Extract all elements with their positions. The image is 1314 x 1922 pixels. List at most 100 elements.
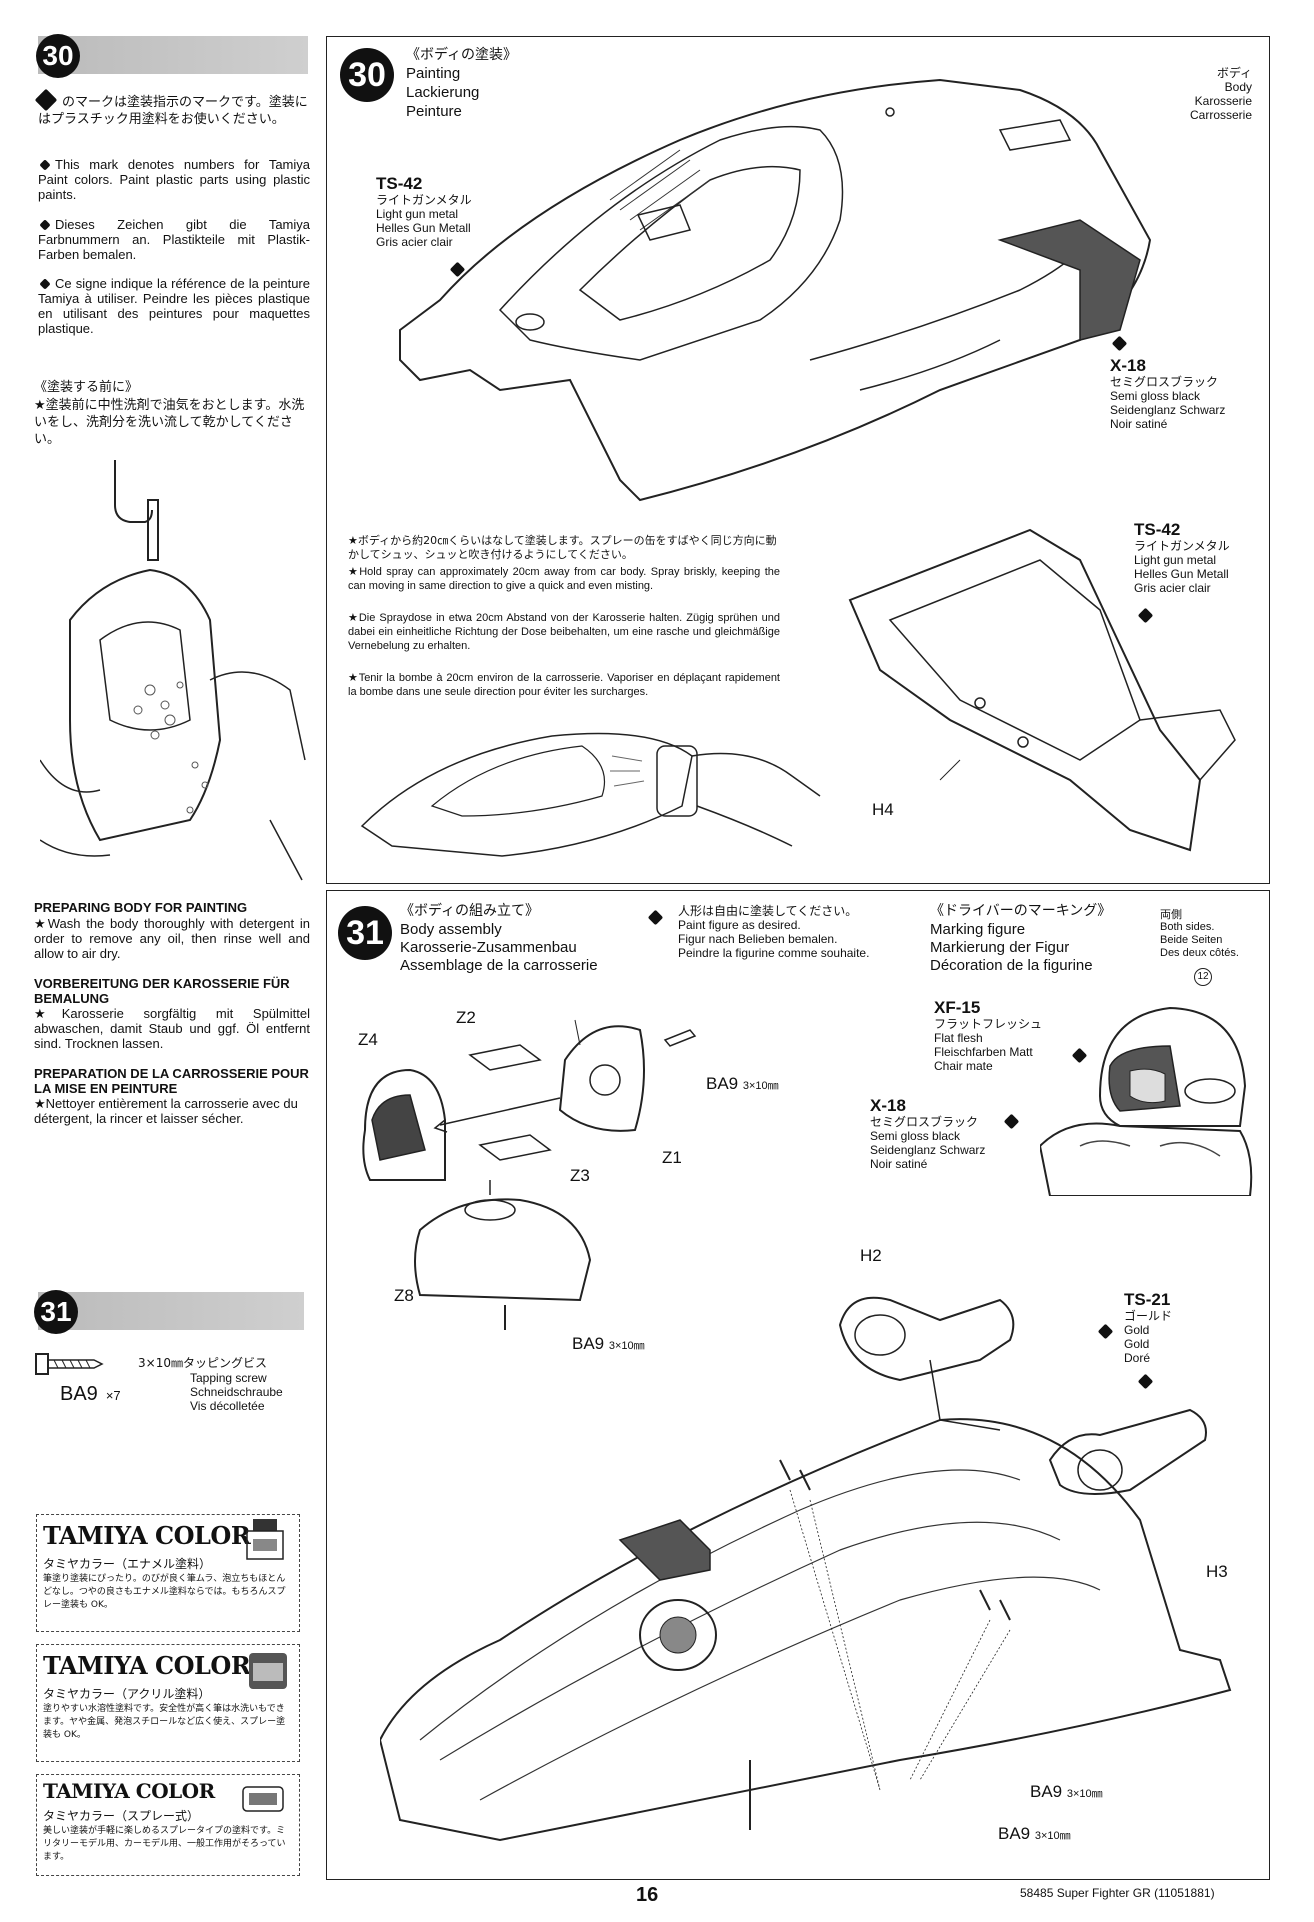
step30-side-header-bar	[38, 36, 308, 74]
paint-name-en: Flat flesh	[934, 1031, 983, 1045]
paint-name-en: Gold	[1124, 1323, 1150, 1337]
paint-code: XF-15	[934, 998, 981, 1017]
marking-title-de: Markierung der Figur	[930, 939, 1070, 956]
prep-fr-text: ★Nettoyer entièrement la carrosserie ave…	[34, 1096, 298, 1126]
step31-title-en: Body assembly	[400, 921, 502, 938]
paint-mark-jp: のマークは塗装指示のマークです。塗装にはプラスチック用塗料をお使いください。	[34, 88, 310, 128]
step30-title-en: Painting	[406, 65, 461, 82]
step30-panel	[326, 36, 1270, 884]
step30-title-de: Lackierung	[406, 84, 480, 101]
prep-en-text: ★Wash the body thoroughly with detergent…	[34, 916, 310, 961]
paint-name-jp: フラットフレッシュ	[934, 1017, 1043, 1031]
step31-title-de: Karosserie-Zusammenbau	[400, 939, 577, 956]
screw-icon	[35, 1353, 104, 1375]
paint-name-en: Semi gloss black	[870, 1129, 961, 1143]
tamiya-spray-ad: TAMIYA COLOR タミヤカラー（スプレー式） 美しい塗装が手軽に楽しめる…	[36, 1774, 300, 1876]
step30-title-fr: Peinture	[406, 103, 462, 120]
body-label-fr: Carrosserie	[1189, 108, 1252, 122]
tamiya-acrylic-brand: TAMIYA COLOR	[43, 1651, 251, 1680]
tamiya-acrylic-sub: タミヤカラー（アクリル塗料）	[43, 1687, 211, 1701]
prep-jp-title: 《塗装する前に》	[34, 380, 139, 395]
tamiya-spray-sub: タミヤカラー（スプレー式）	[43, 1809, 200, 1823]
step30-number: 30	[340, 48, 394, 102]
acrylic-jar-icon	[249, 1653, 287, 1689]
part-label-z8: Z8	[394, 1286, 414, 1305]
screw-label-ba9-body-b: BA9 3×10㎜	[998, 1824, 1071, 1843]
tamiya-acrylic-ad: TAMIYA COLOR タミヤカラー（アクリル塗料） 塗りやすい水溶性塗料です…	[36, 1644, 300, 1762]
step31-side-header-bar	[38, 1292, 304, 1330]
paint-name-fr: Gris acier clair	[376, 235, 453, 249]
paint-code: TS-42	[1134, 520, 1181, 539]
body-label-jp: ボディ	[1216, 66, 1252, 80]
page-number: 16	[636, 1884, 659, 1906]
car-body-drawing	[399, 78, 1152, 502]
step31-panel	[326, 890, 1270, 1880]
figure-paint-fr: Peindre la figurine comme souhaite.	[678, 946, 870, 960]
body-label-en: Body	[1224, 80, 1252, 94]
step31-title-jp: 《ボディの組み立て》	[400, 903, 540, 919]
paint-name-fr: Gris acier clair	[1134, 581, 1211, 595]
spray-can-icon	[242, 1786, 284, 1812]
spray-instruction-en: ★Hold spray can approximately 20cm away …	[348, 566, 780, 592]
paint-code: X-18	[1110, 356, 1146, 375]
figure-paint-jp: 人形は自由に塗装してください。	[678, 904, 858, 918]
screw-name-en: Tapping screw	[190, 1371, 267, 1385]
part-label-z3: Z3	[570, 1166, 590, 1185]
paint-code: X-18	[870, 1096, 906, 1115]
figure-paint-en: Paint figure as desired.	[678, 918, 801, 932]
paint-mark-fr: Ce signe indique la référence de la pein…	[38, 276, 310, 336]
paint-callout-ts42-body: TS-42 ライトガンメタル Light gun metal Helles Gu…	[376, 174, 472, 278]
sticker-number: 12	[1194, 968, 1212, 986]
paint-name-jp: セミグロスブラック	[870, 1115, 979, 1129]
step31-number: 31	[338, 906, 392, 960]
both-sides-fr: Des deux côtés.	[1160, 947, 1239, 959]
spray-instruction-de: ★Die Spraydose in etwa 20cm Abstand von …	[348, 612, 780, 652]
paint-name-de: Fleischfarben Matt	[934, 1045, 1033, 1059]
prep-de-text: ★Karosserie sorgfältig mit Spülmittel ab…	[34, 1006, 310, 1051]
paint-code: TS-21	[1124, 1290, 1171, 1309]
paint-name-de: Gold	[1124, 1337, 1150, 1351]
screw-name-jp: 3×10㎜タッピングビス	[138, 1356, 267, 1370]
prep-en-title: PREPARING BODY FOR PAINTING	[34, 900, 248, 915]
paint-name-fr: Doré	[1124, 1351, 1151, 1365]
both-sides-label: 両側 Both sides. Beide Seiten Des deux côt…	[1160, 908, 1239, 960]
part-label-z1: Z1	[662, 1148, 682, 1167]
paint-name-de: Helles Gun Metall	[1134, 567, 1229, 581]
paint-mark-de: Dieses Zeichen gibt die Tamiya Farbnumme…	[38, 217, 310, 262]
paint-code: TS-42	[376, 174, 423, 193]
paint-callout-ts21: TS-21 ゴールド Gold Gold Doré	[1097, 1290, 1172, 1390]
prep-fr-title: PREPARATION DE LA CARROSSERIE POUR LA MI…	[34, 1066, 309, 1096]
marking-title-en: Marking figure	[930, 921, 1026, 938]
paint-callout-x18-body: X-18 セミグロスブラック Semi gloss black Seidengl…	[1110, 335, 1225, 431]
step31-title-fr: Assemblage de la carrosserie	[400, 957, 598, 974]
figure-paint-de: Figur nach Belieben bemalen.	[678, 932, 838, 946]
screw-name-fr: Vis décolletée	[190, 1399, 265, 1413]
paint-name-en: Light gun metal	[1134, 553, 1217, 567]
paint-name-fr: Noir satiné	[870, 1157, 928, 1171]
screw-label-ba9-base: BA9 3×10㎜	[572, 1334, 645, 1353]
tamiya-spray-brand: TAMIYA COLOR	[43, 1779, 215, 1803]
step30-title-jp: 《ボディの塗装》	[406, 47, 518, 63]
paint-name-en: Light gun metal	[376, 207, 459, 221]
tamiya-enamel-ad: TAMIYA COLOR タミヤカラー（エナメル塗料） 筆塗り塗装にぴったり。の…	[36, 1514, 300, 1632]
tamiya-enamel-brand: TAMIYA COLOR	[43, 1521, 251, 1550]
paint-name-jp: セミグロスブラック	[1110, 375, 1219, 389]
driver-figure-drawing	[1040, 1006, 1253, 1196]
paint-callout-xf15: XF-15 フラットフレッシュ Flat flesh Fleischfarben…	[934, 998, 1088, 1073]
screw-label-ba9-body-a: BA9 3×10㎜	[1030, 1782, 1103, 1801]
prep-jp-text: ★塗装前に中性洗剤で油気をおとします。水洗いをし、洗剤分を洗い流して乾かしてくだ…	[34, 398, 305, 447]
part-label-z2: Z2	[456, 1008, 476, 1027]
spray-instruction-jp: ★ボディから約20㎝くらいはなして塗装します。スプレーの缶をすばやく同じ方向に動…	[348, 534, 777, 561]
paint-mark-en: This mark denotes numbers for Tamiya Pai…	[38, 157, 310, 202]
paint-mark-icon	[34, 88, 58, 112]
part-label-h3: H3	[1206, 1562, 1228, 1581]
prep-de-title: VORBEREITUNG DER KAROSSERIE FÜR BEMALUNG	[34, 976, 290, 1006]
both-sides-en: Both sides.	[1160, 921, 1215, 933]
step30-side-number: 30	[36, 34, 80, 78]
enamel-bottle-icon	[246, 1519, 284, 1560]
screw-name-de: Schneidschraube	[190, 1385, 283, 1399]
paint-callout-x18-helmet: X-18 セミグロスブラック Semi gloss black Seidengl…	[870, 1096, 1020, 1171]
body-label: ボディ Body Karosserie Carrosserie	[1168, 66, 1252, 122]
paint-name-de: Helles Gun Metall	[376, 221, 471, 235]
paint-mark-icon	[39, 159, 51, 171]
